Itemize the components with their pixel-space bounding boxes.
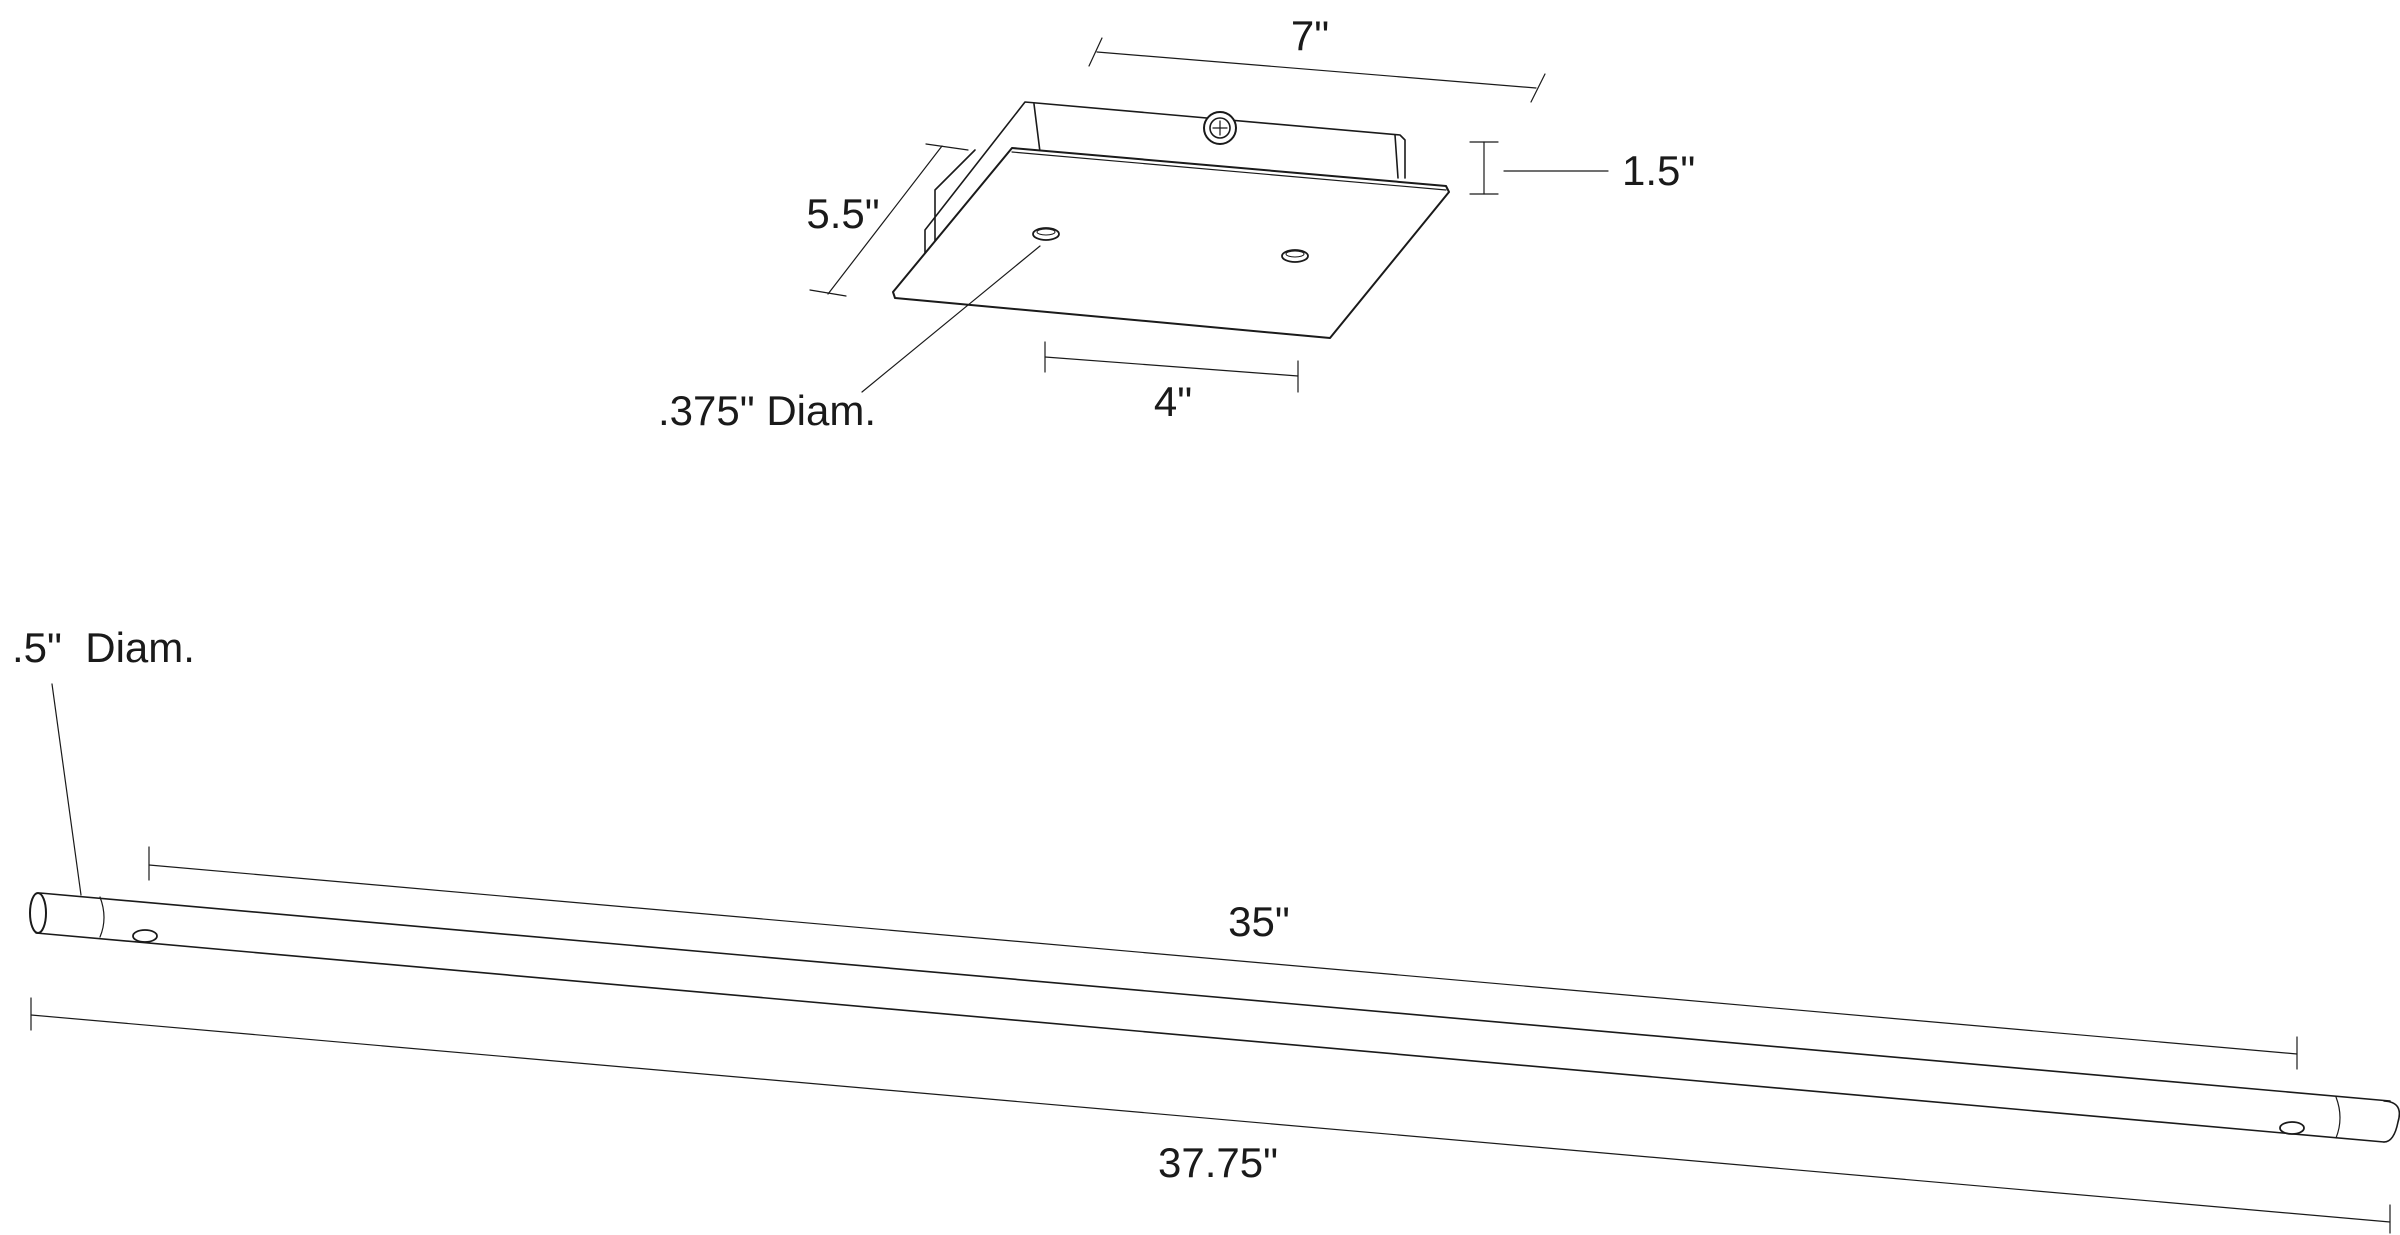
hole-spacing-dimension: 4" — [1044, 341, 1299, 425]
hole-diameter-label: .375" Diam. — [658, 387, 876, 434]
canopy-depth-dimension: 5.5" — [806, 143, 969, 297]
hole-diameter-callout: .375" Diam. — [658, 245, 1041, 434]
hole-spacing-label: 4" — [1154, 378, 1192, 425]
canopy-width-dimension: 7" — [1088, 12, 1546, 103]
rod-diameter-label: .5" Diam. — [12, 624, 195, 671]
screw-icon — [1203, 111, 1237, 145]
mounting-hole-right — [1281, 249, 1309, 263]
rod-overall-length-dimension: 37.75" — [30, 997, 2391, 1234]
rod-diameter-callout: .5" Diam. — [12, 624, 195, 896]
mounting-hole-left — [1032, 227, 1060, 241]
rod — [29, 892, 2400, 1143]
canopy-width-label: 7" — [1291, 12, 1329, 59]
rod-overall-length-label: 37.75" — [1158, 1139, 1278, 1186]
canopy-height-dimension: 1.5" — [1469, 141, 1695, 195]
rod-hole-right — [2279, 1121, 2305, 1135]
rod-inner-length-label: 35" — [1228, 898, 1290, 945]
canopy-depth-label: 5.5" — [806, 190, 879, 237]
canopy-plate — [892, 101, 1450, 339]
rod-hole-left — [132, 929, 158, 943]
canopy-height-label: 1.5" — [1622, 147, 1695, 194]
rod-inner-length-dimension: 35" — [148, 846, 2298, 1070]
